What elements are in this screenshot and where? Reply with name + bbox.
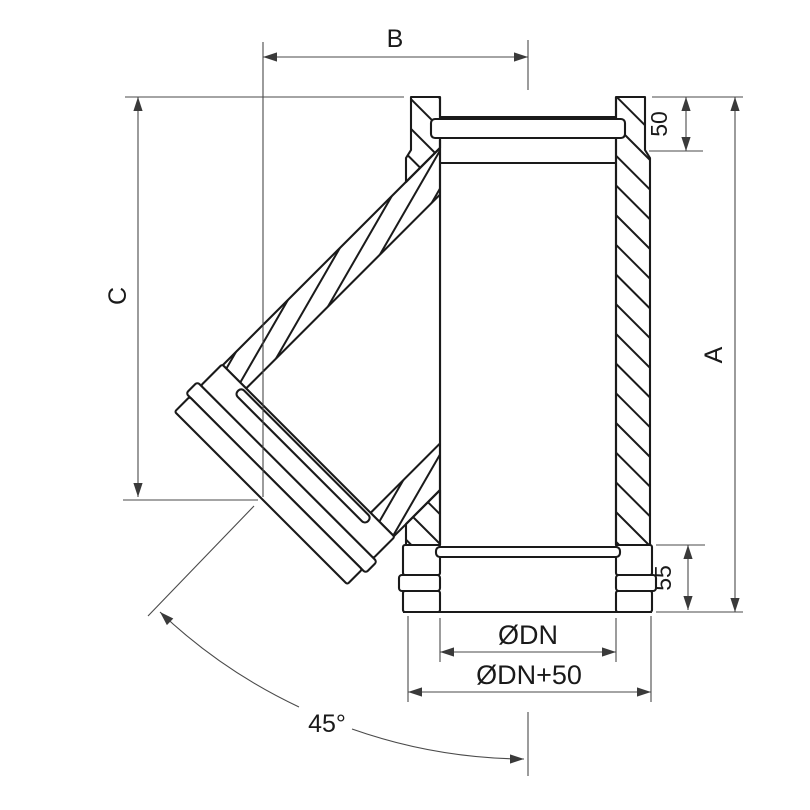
label-b: B <box>387 25 404 53</box>
angle-arc-left <box>159 611 300 708</box>
label-50: 50 <box>646 111 672 137</box>
spigot-liner-ring <box>434 545 622 559</box>
branch-liner-ring <box>235 388 371 524</box>
label-dn: ØDN <box>498 620 558 650</box>
branch-pipe <box>174 101 441 585</box>
branch-ring-2 <box>174 396 363 585</box>
spigot-ring-left-1 <box>401 543 442 577</box>
spigot-ring-left-2 <box>401 589 442 614</box>
dimension-arrowheads <box>133 52 740 764</box>
socket-liner-ring <box>429 117 627 140</box>
angle-arc-right <box>351 728 525 760</box>
main-wall-right <box>614 95 652 547</box>
dimensions <box>123 40 743 776</box>
spigot-ring-right-1 <box>614 543 654 577</box>
label-a: A <box>700 346 728 363</box>
label-dn50: ØDN+50 <box>476 660 582 690</box>
main-pipe <box>397 95 658 614</box>
spigot-ring-right-2 <box>614 589 654 614</box>
label-45deg: 45° <box>308 710 346 738</box>
dimension-labels: B C A 50 55 ØDN ØDN+50 45° <box>104 25 728 738</box>
branch-axis-ray <box>147 505 255 617</box>
spigot-bead-left <box>397 573 442 593</box>
label-55: 55 <box>650 565 676 591</box>
label-c: C <box>104 287 132 305</box>
